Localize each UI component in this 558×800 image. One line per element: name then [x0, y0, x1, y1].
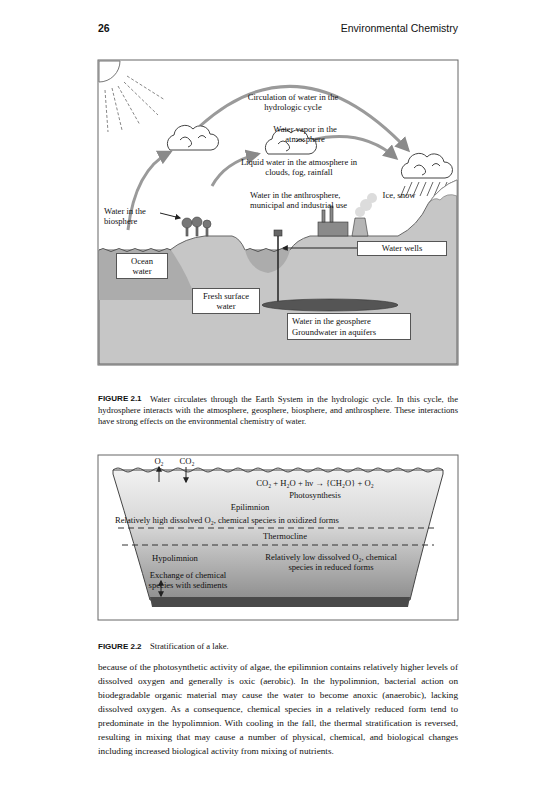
figure-label: Ice, snow — [382, 190, 416, 200]
gas-exchange-arrow — [159, 467, 160, 482]
box-label: Ocean water — [121, 256, 163, 277]
figure-label: Circulation of water in the hydrologic c… — [238, 92, 348, 113]
sediment-layer — [150, 597, 410, 607]
equation: CO₂ + H₂O + hν → {CH₂O} + O₂ — [225, 478, 405, 488]
ocean-waves — [99, 249, 171, 252]
layer-description: Relatively high dissolved O₂, chemical s… — [115, 515, 445, 525]
cloud — [401, 153, 452, 178]
running-header: Environmental Chemistry — [298, 22, 458, 35]
figure-caption: Water circulates through the Earth Syste… — [98, 394, 458, 428]
figure-label: Liquid water in the atmosphere in clouds… — [240, 157, 358, 178]
leader-arrow — [160, 213, 180, 218]
layer-name: Epilimnion — [215, 502, 285, 512]
page-number: 26 — [98, 22, 138, 35]
lake — [245, 250, 290, 273]
water-well — [274, 230, 282, 302]
layer-name: Hypolimnion — [140, 553, 210, 563]
trees — [182, 217, 211, 236]
box-label: Water in the geosphere Groundwater in aq… — [292, 316, 406, 337]
water-surface — [113, 468, 443, 472]
text-box: Ocean water — [116, 253, 168, 279]
layer-name: Thermocline — [250, 531, 320, 541]
leader-arrow — [283, 248, 357, 249]
text-box: Fresh surface water — [192, 288, 260, 314]
figure-frame — [98, 60, 458, 365]
lake-basin — [113, 470, 443, 600]
body-text: because of the photosynthetic activity o… — [98, 660, 458, 759]
text-box: Water in the geosphere Groundwater in aq… — [287, 313, 411, 340]
ocean — [99, 250, 196, 300]
lake-waves — [246, 249, 286, 252]
sun — [99, 61, 120, 82]
text-box: Water wells — [357, 241, 447, 256]
snow-cap — [428, 180, 457, 204]
smoke — [355, 193, 377, 217]
cloud — [167, 125, 218, 150]
land — [99, 180, 457, 364]
process-label: Photosynthesis — [270, 490, 360, 500]
thermocline-boundary — [122, 545, 434, 546]
gas-label: CO₂ — [175, 456, 199, 466]
layer-description: Relatively low dissolved O₂, chemical sp… — [255, 552, 407, 573]
water-cycle-arrows — [128, 86, 408, 230]
box-label: Fresh surface water — [197, 291, 255, 312]
exchange-label: Exchange of chemical species with sedime… — [140, 570, 236, 591]
gas-label: O₂ — [149, 456, 169, 466]
aquifer — [262, 299, 398, 311]
figure-label: Water vapor in the atmosphere — [272, 124, 338, 145]
figure-label: Water in the biosphere — [104, 206, 156, 227]
figure-label: Water in the anthrosphere, municipal and… — [250, 190, 362, 211]
gas-exchange-arrow — [186, 467, 187, 482]
thermocline-boundary — [118, 528, 438, 529]
factory — [318, 206, 368, 236]
box-label: Water wells — [362, 243, 442, 253]
figure-caption: Stratification of a lake. — [150, 641, 450, 651]
figure-frame — [98, 455, 458, 620]
sun-rays — [105, 76, 165, 132]
figure-number: FIGURE 2.1 — [98, 394, 158, 404]
figure-number: FIGURE 2.2 — [98, 642, 158, 652]
